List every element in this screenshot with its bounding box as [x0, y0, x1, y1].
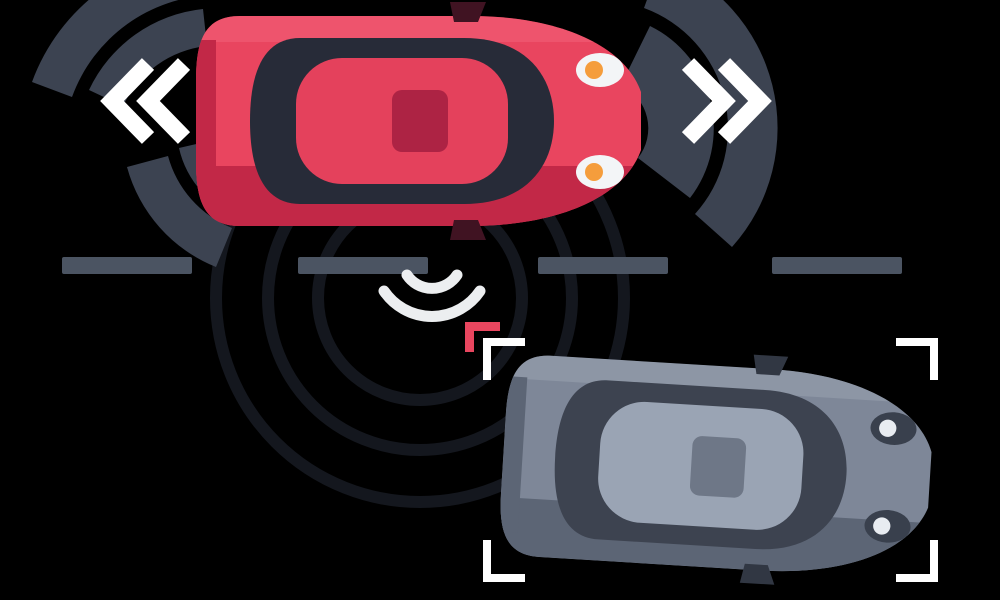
chevron [136, 58, 191, 144]
chevron [717, 58, 772, 144]
chevrons-left-icon [100, 58, 191, 144]
chevron [100, 58, 155, 144]
sensor-fan-band [127, 156, 232, 267]
sensor-fan-band [644, 0, 778, 247]
sensor-fan-band [89, 9, 207, 106]
proximity-wave [378, 285, 486, 322]
alert-corner-bracket [465, 322, 500, 352]
chevron [681, 58, 736, 144]
frame-corner-bottom-left [483, 540, 525, 582]
chevrons-right-icon [681, 58, 772, 144]
lane-dash [62, 257, 192, 274]
ego-car [196, 2, 641, 240]
frame-corner-bottom-right [896, 540, 938, 582]
sensor-fan-band [32, 0, 179, 97]
frame-corner-top-right [896, 338, 938, 380]
proximity-waves [378, 269, 486, 322]
lane-dash [298, 257, 428, 274]
lane-dash [538, 257, 668, 274]
lane-markings [62, 257, 902, 274]
lane-dash [772, 257, 902, 274]
frame-corner-top-left [483, 338, 525, 380]
detection-frame [483, 338, 938, 582]
proximity-wave [401, 269, 463, 294]
